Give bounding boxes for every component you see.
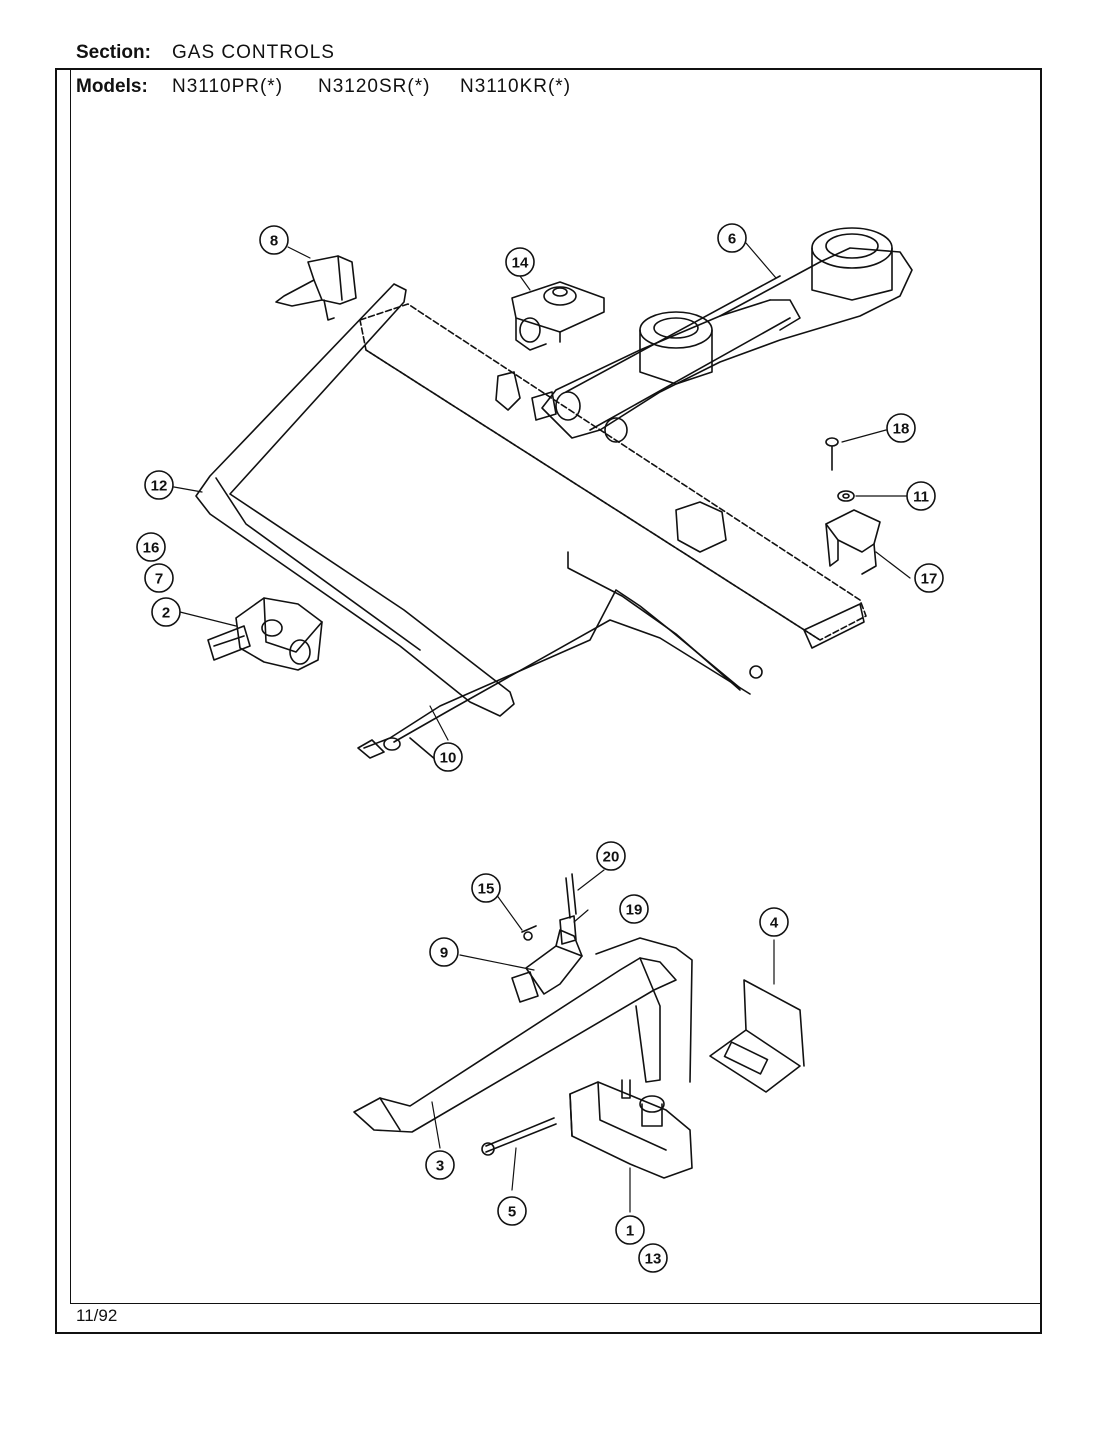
callout-1	[615, 1215, 645, 1245]
inner-frame	[70, 70, 1040, 1304]
part-12-tube	[195, 283, 515, 717]
callout-13	[638, 1243, 668, 1273]
outer-frame	[55, 68, 1042, 1334]
callout-12-text: 12	[151, 478, 168, 495]
part-15-screw	[521, 925, 537, 941]
part-10-tubing	[357, 551, 763, 761]
callout-5-text: 5	[508, 1204, 516, 1221]
callout-8-text: 8	[270, 233, 278, 250]
part-3-tube	[353, 937, 693, 1133]
callout-9-text: 9	[440, 945, 448, 962]
callout-2-text: 2	[162, 605, 170, 622]
manifold-bar	[359, 303, 867, 641]
callout-6-text: 6	[728, 231, 736, 248]
part-5-screw	[481, 1117, 557, 1156]
callout-16	[136, 532, 166, 562]
callout-19	[619, 894, 649, 924]
callout-18-text: 18	[893, 421, 910, 438]
model-number-2: N3120SR(*)	[318, 76, 431, 97]
callout-1-text: 1	[626, 1223, 634, 1240]
callout-4-text: 4	[770, 915, 779, 932]
leader-lines	[173, 242, 911, 1213]
callout-19-text: 19	[626, 902, 643, 919]
callout-16-text: 16	[143, 540, 160, 557]
callout-3-text: 3	[436, 1158, 444, 1175]
part-14-valve	[511, 281, 605, 351]
callout-7	[144, 563, 174, 593]
callout-12	[144, 470, 174, 500]
callout-14-text: 14	[512, 255, 529, 272]
callout-4	[759, 907, 789, 937]
callout-14	[505, 247, 535, 277]
manifold-fittings	[495, 371, 865, 649]
callout-13-text: 13	[645, 1251, 662, 1268]
part-17-bracket	[825, 509, 881, 575]
callout-15-text: 15	[478, 881, 495, 898]
callout-20	[596, 841, 626, 871]
part-1-valve	[569, 1079, 693, 1179]
callout-2	[151, 597, 181, 627]
callout-labels	[136, 223, 944, 1273]
callout-18	[886, 413, 916, 443]
model-number-1: N3110PR(*)	[172, 76, 284, 97]
callout-17	[914, 563, 944, 593]
part-4-plate	[709, 979, 805, 1093]
callout-20-text: 20	[603, 849, 620, 866]
callout-9	[429, 937, 459, 967]
callout-11-text: 11	[913, 489, 929, 506]
model-number-3: N3110KR(*)	[460, 76, 572, 97]
part-2-control-valve	[207, 597, 323, 671]
callout-17-text: 17	[921, 571, 938, 588]
callout-numbers: 8 14 6 18 11 17 12 16 7 2 10 20 15 19 9 …	[143, 231, 938, 1268]
part-6-burner-assembly	[541, 227, 913, 443]
callout-10-text: 10	[440, 750, 457, 767]
callout-6	[717, 223, 747, 253]
callout-11	[906, 481, 936, 511]
part-11-washer	[837, 490, 855, 502]
section-title: GAS CONTROLS	[172, 42, 335, 63]
callout-10	[433, 742, 463, 772]
callout-5	[497, 1196, 527, 1226]
part-19-fitting	[559, 915, 577, 945]
section-label: Section:	[76, 42, 151, 63]
callout-7-text: 7	[155, 571, 163, 588]
part-20-tube	[565, 873, 577, 919]
callout-15	[471, 873, 501, 903]
part-18-screw	[825, 437, 839, 471]
callout-8	[259, 225, 289, 255]
callout-3	[425, 1150, 455, 1180]
models-label: Models:	[76, 76, 148, 97]
part-8-bracket	[275, 255, 357, 321]
revision-date: 11/92	[76, 1306, 118, 1325]
part-9-bracket	[511, 929, 583, 1003]
